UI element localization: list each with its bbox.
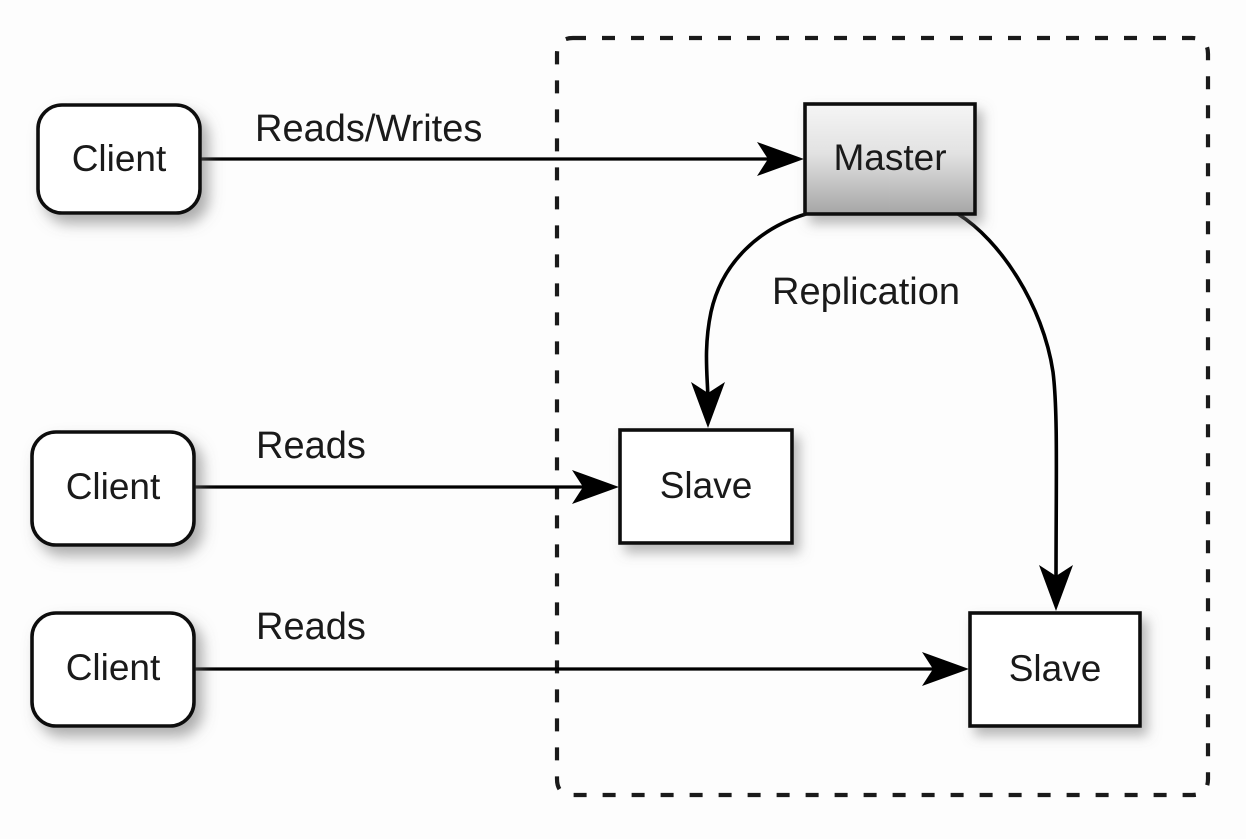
arrowhead-master-slave2 — [1039, 565, 1073, 611]
client-1-label: Client — [72, 138, 167, 179]
arrowhead-client1-master — [757, 142, 804, 176]
edge-label-reads-bottom: Reads — [256, 606, 366, 648]
node-client-2[interactable]: Client — [30, 430, 196, 547]
arrowhead-client2-slave1 — [572, 470, 619, 504]
slave-1-label: Slave — [660, 465, 753, 506]
arrowhead-client3-slave2 — [922, 652, 969, 686]
node-client-3[interactable]: Client — [30, 611, 196, 728]
client-2-box[interactable] — [30, 430, 196, 547]
client-1-box[interactable] — [36, 103, 202, 215]
slave-2-box[interactable] — [968, 611, 1142, 728]
edge-curve-master-slave2 — [957, 212, 1059, 586]
replication-cluster-boundary — [554, 35, 1211, 798]
client-2-label: Client — [66, 466, 161, 507]
master-label: Master — [833, 137, 946, 178]
node-slave-1[interactable]: Slave — [618, 428, 794, 545]
edge-label-reads-middle: Reads — [256, 425, 366, 467]
master-box[interactable] — [803, 102, 977, 216]
node-slave-2[interactable]: Slave — [968, 611, 1142, 728]
arrowhead-master-slave1 — [691, 382, 725, 428]
node-master[interactable]: Master — [803, 102, 977, 216]
edge-curve-master-slave1 — [704, 212, 807, 403]
client-3-label: Client — [66, 647, 161, 688]
edge-label-replication: Replication — [772, 271, 960, 313]
node-client-1[interactable]: Client — [36, 103, 202, 215]
slave-1-box[interactable] — [618, 428, 794, 545]
edge-label-reads-writes: Reads/Writes — [255, 108, 482, 150]
client-3-box[interactable] — [30, 611, 196, 728]
slave-2-label: Slave — [1009, 648, 1102, 689]
